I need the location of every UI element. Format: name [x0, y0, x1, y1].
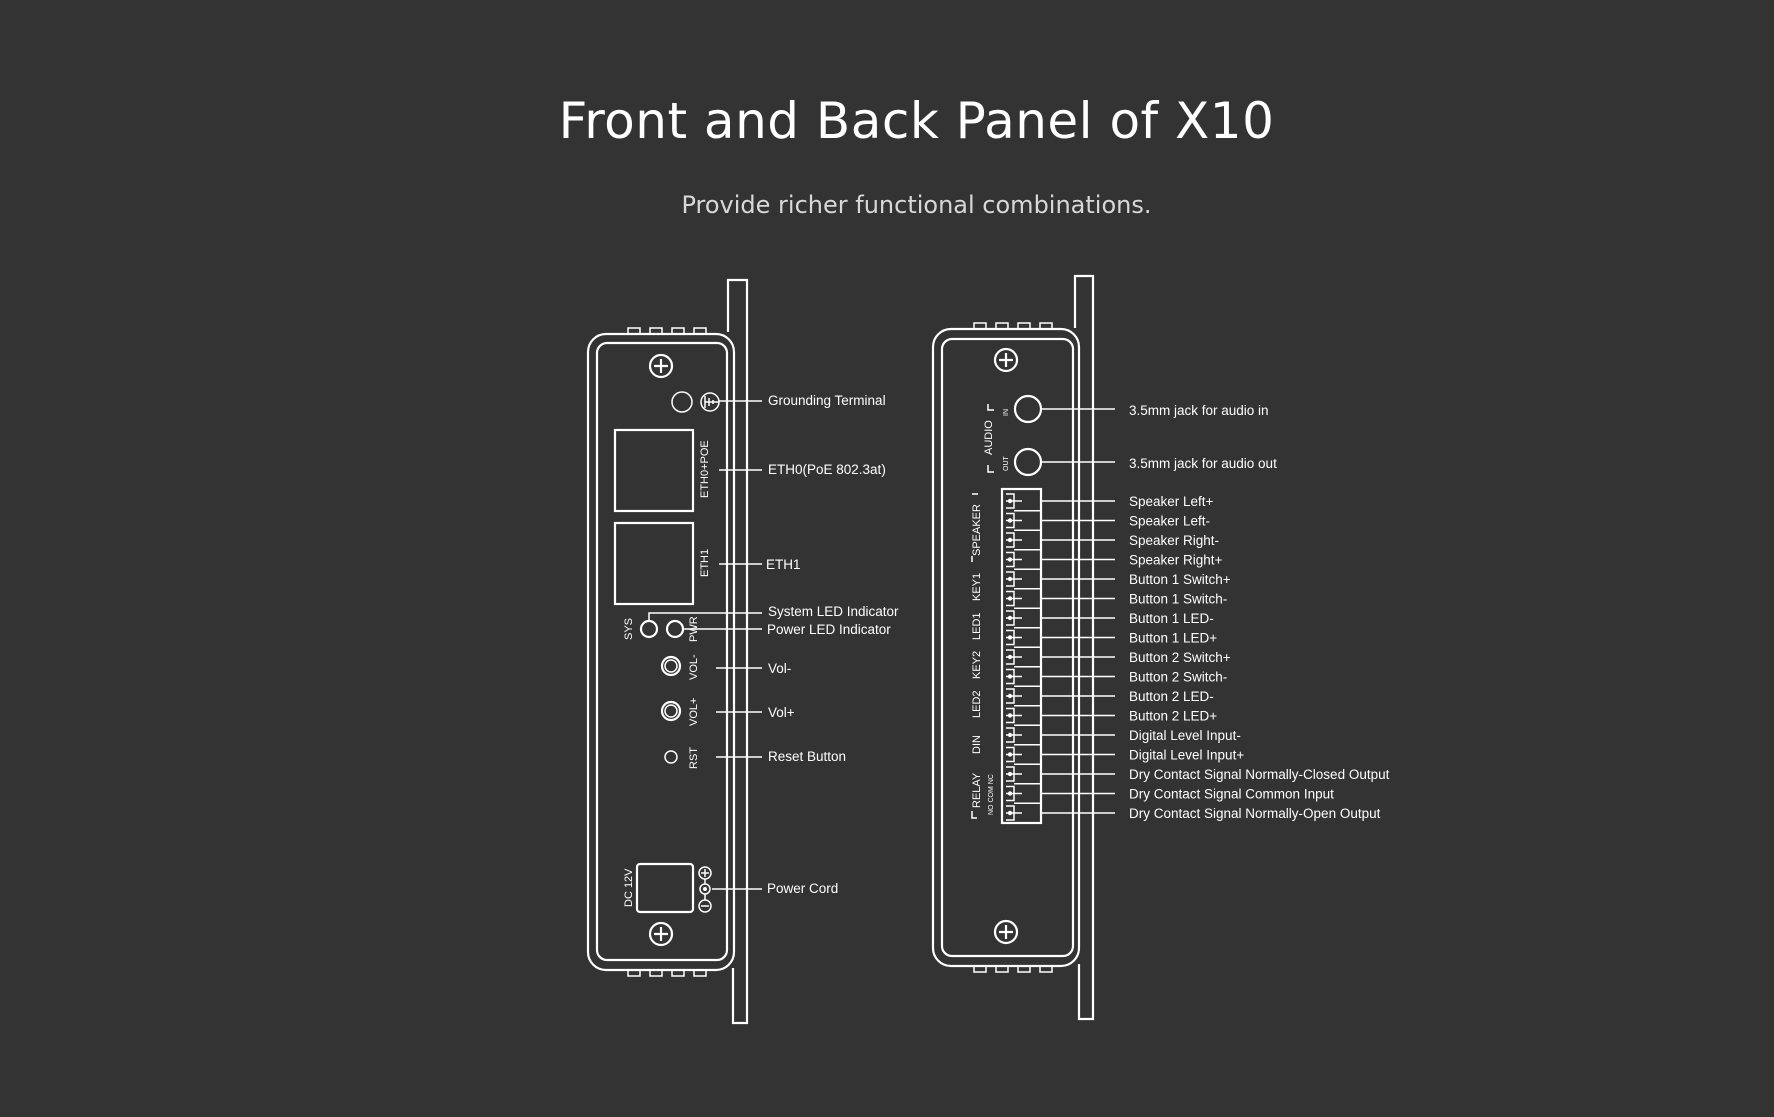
key1-silk: KEY1	[971, 573, 983, 601]
back-bottom-fins	[973, 966, 1053, 973]
terminal-pin-dot	[1007, 674, 1013, 679]
relay-pins-silk: NO COM NC	[988, 774, 995, 815]
back-mounting-flange	[1073, 274, 1095, 1021]
terminal-pin-dot	[1007, 752, 1013, 757]
key2-silk: KEY2	[971, 651, 983, 679]
terminal-label: Speaker Left+	[1129, 494, 1214, 509]
eth0-label: ETH0(PoE 802.3at)	[768, 462, 886, 477]
sys-led	[639, 619, 659, 639]
back-body-inner	[940, 337, 1075, 958]
terminal-label: Button 1 LED-	[1129, 611, 1214, 626]
audio-out-label: 3.5mm jack for audio out	[1129, 456, 1277, 471]
vol-minus-button	[660, 655, 682, 677]
terminal-label: Digital Level Input-	[1129, 728, 1241, 743]
front-panel: Grounding Terminal ETH0+POE ETH0(PoE 802…	[586, 278, 899, 1025]
terminal-label: Speaker Left-	[1129, 514, 1210, 529]
terminal-label: Dry Contact Signal Normally-Closed Outpu…	[1129, 767, 1390, 782]
pwr-led-label: Power LED Indicator	[767, 622, 891, 637]
relay-silk: RELAY	[971, 772, 983, 808]
back-panel: AUDIO IN OUT 3.5mm jack for audio in 3.5…	[931, 274, 1277, 1021]
terminal-label: Button 2 LED+	[1129, 709, 1217, 724]
terminal-pin-dot	[1007, 537, 1013, 543]
power-cord-label: Power Cord	[767, 881, 838, 896]
front-screw-top	[648, 353, 674, 379]
terminal-pins	[1006, 493, 1041, 821]
terminal-pin-dot	[1007, 615, 1013, 621]
front-screw-bottom	[648, 921, 674, 947]
terminal-block	[1000, 487, 1043, 825]
terminal-pin-dot	[1007, 810, 1013, 816]
terminal-pin-dot	[1007, 771, 1013, 777]
vol-minus-silk: VOL-	[688, 654, 700, 680]
reset-label: Reset Button	[768, 749, 846, 764]
back-top-fins	[973, 322, 1053, 329]
pwr-led	[665, 619, 685, 639]
vol-plus-silk: VOL+	[688, 698, 700, 726]
reset-button	[664, 750, 678, 764]
terminal-label: Button 2 LED-	[1129, 689, 1214, 704]
audio-out-silk: OUT	[1003, 456, 1010, 472]
terminal-pin-dot	[1007, 791, 1013, 796]
terminal-label: Speaker Right-	[1129, 533, 1219, 548]
audio-out-jack	[1013, 447, 1043, 477]
eth1-silk: ETH1	[699, 549, 711, 577]
speaker-silk: SPEAKER	[971, 504, 983, 556]
vol-plus-label: Vol+	[768, 705, 795, 720]
grounding-hole	[671, 391, 693, 413]
eth1-port	[613, 521, 695, 606]
eth0-port	[613, 428, 695, 513]
terminal-label: Speaker Right+	[1129, 553, 1223, 568]
terminal-pin-dot	[1007, 713, 1013, 718]
terminal-pin-dot	[1007, 518, 1013, 523]
eth0-silk: ETH0+POE	[699, 440, 711, 498]
dc-silk: DC 12V	[623, 868, 635, 907]
terminal-leaders	[1041, 500, 1115, 814]
sys-silk: SYS	[623, 618, 635, 640]
front-top-fins	[627, 327, 707, 334]
terminal-label: Button 2 Switch+	[1129, 650, 1231, 665]
terminal-label: Button 1 Switch+	[1129, 572, 1231, 587]
terminal-label: Button 1 LED+	[1129, 631, 1217, 646]
led2-silk: LED2	[971, 690, 983, 718]
audio-silk: AUDIO	[983, 420, 995, 455]
vol-plus-button	[660, 700, 682, 722]
front-bottom-fins	[627, 970, 707, 977]
terminal-pin-dot	[1007, 635, 1013, 640]
terminal-labels: Speaker Left+ Speaker Left- Speaker Right-…	[1129, 494, 1390, 821]
terminal-pin-dot	[1007, 732, 1013, 738]
terminal-label: Digital Level Input+	[1129, 748, 1244, 763]
terminal-pin-dot	[1007, 576, 1013, 582]
dc-jack	[635, 862, 695, 914]
grounding-terminal-label: Grounding Terminal	[768, 393, 886, 408]
terminal-pin-dot	[1007, 693, 1013, 699]
rst-silk: RST	[688, 747, 700, 769]
terminal-pin-dot	[1007, 498, 1013, 504]
audio-in-jack	[1013, 394, 1043, 424]
terminal-label: Button 2 Switch-	[1129, 670, 1227, 685]
terminal-pin-dot	[1007, 654, 1013, 660]
terminal-label: Dry Contact Signal Common Input	[1129, 787, 1334, 802]
polarity-icon	[698, 866, 712, 913]
front-body-inner	[595, 341, 729, 962]
din-silk: DIN	[971, 735, 983, 754]
eth1-label: ETH1	[766, 557, 801, 572]
back-screw-bottom	[993, 919, 1019, 945]
back-screw-top	[993, 347, 1019, 373]
front-mounting-flange	[726, 278, 749, 1025]
terminal-label: Dry Contact Signal Normally-Open Output	[1129, 806, 1381, 821]
led1-silk: LED1	[971, 612, 983, 640]
audio-in-silk: IN	[1003, 409, 1010, 416]
page-subtitle: Provide richer functional combinations.	[681, 191, 1152, 219]
audio-in-label: 3.5mm jack for audio in	[1129, 403, 1269, 418]
ground-icon	[700, 392, 720, 412]
sys-led-label: System LED Indicator	[768, 604, 899, 619]
front-body-outer	[586, 332, 736, 972]
terminal-label: Button 1 Switch-	[1129, 592, 1227, 607]
vol-minus-label: Vol-	[768, 661, 791, 676]
terminal-pin-dot	[1007, 557, 1013, 562]
page-title: Front and Back Panel of X10	[558, 92, 1275, 150]
back-body-outer	[931, 327, 1081, 968]
terminal-pin-dot	[1007, 596, 1013, 601]
